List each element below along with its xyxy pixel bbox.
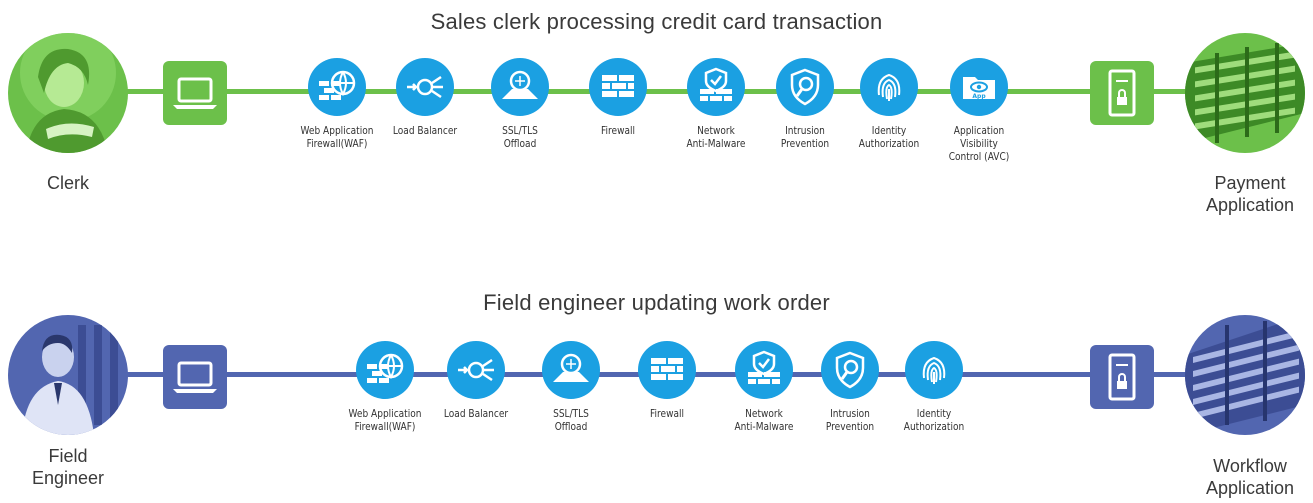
service-waf: Web Application Firewall(WAF) [330, 341, 440, 433]
load-balancer-icon [447, 341, 505, 399]
service-firewall: Firewall [563, 58, 673, 137]
service-avc: App Application Visibility Control (AVC) [924, 58, 1034, 163]
connector-line [120, 89, 1200, 94]
flow-title: Field engineer updating work order [483, 290, 830, 315]
endpoint-label-payment-application: Payment Application [1205, 173, 1295, 215]
service-label: Network Anti-Malware [734, 407, 794, 433]
flow-sales-clerk: Sales clerk processing credit card trans… [0, 0, 1313, 240]
service-identity-authorization: Identity Authorization [834, 58, 944, 150]
service-label: Application Visibility Control (AVC) [948, 124, 1010, 163]
service-identity-authorization: Identity Authorization [879, 341, 989, 433]
laptop-icon [163, 61, 227, 125]
app-folder-icon: App [950, 58, 1008, 116]
service-label: Web Application Firewall(WAF) [300, 124, 374, 150]
service-anti-malware: Network Anti-Malware [661, 58, 771, 150]
service-label: Intrusion Prevention [825, 407, 875, 433]
service-intrusion-prevention: Intrusion Prevention [795, 341, 905, 433]
service-label: Identity Authorization [903, 407, 965, 433]
load-balancer-icon [396, 58, 454, 116]
endpoint-label-field-engineer: Field Engineer [31, 446, 105, 488]
ssl-offload-icon [491, 58, 549, 116]
service-load-balancer: Load Balancer [370, 58, 480, 137]
flow-title: Sales clerk processing credit card trans… [430, 9, 883, 34]
server-rack-photo-icon [1185, 33, 1305, 153]
laptop-icon [163, 345, 227, 409]
ssl-offload-icon [542, 341, 600, 399]
server-rack-photo-icon [1185, 315, 1305, 435]
service-label: SSL/TLS Offload [553, 407, 589, 433]
service-label: Firewall [600, 124, 636, 137]
endpoint-label-clerk: Clerk [46, 173, 89, 193]
fingerprint-icon [860, 58, 918, 116]
service-label: Web Application Firewall(WAF) [348, 407, 422, 433]
service-label: Intrusion Prevention [780, 124, 830, 150]
intrusion-shield-icon [776, 58, 834, 116]
service-label: Network Anti-Malware [686, 124, 746, 150]
service-label: Load Balancer [443, 407, 509, 420]
firewall-brick-icon [589, 58, 647, 116]
intrusion-shield-icon [821, 341, 879, 399]
service-ssl-offload: SSL/TLS Offload [516, 341, 626, 433]
waf-globe-icon [308, 58, 366, 116]
service-waf: Web Application Firewall(WAF) [282, 58, 392, 150]
anti-malware-shield-icon [735, 341, 793, 399]
waf-globe-icon [356, 341, 414, 399]
service-load-balancer: Load Balancer [421, 341, 531, 420]
service-label: Firewall [649, 407, 685, 420]
server-tower-icon [1090, 345, 1154, 409]
server-tower-icon [1090, 61, 1154, 125]
service-label: Identity Authorization [858, 124, 920, 150]
fingerprint-icon [905, 341, 963, 399]
service-label: Load Balancer [392, 124, 458, 137]
anti-malware-shield-icon [687, 58, 745, 116]
service-intrusion-prevention: Intrusion Prevention [750, 58, 860, 150]
service-firewall: Firewall [612, 341, 722, 420]
service-label: SSL/TLS Offload [502, 124, 538, 150]
firewall-brick-icon [638, 341, 696, 399]
service-anti-malware: Network Anti-Malware [709, 341, 819, 433]
flow-field-engineer: Field engineer updating work order Field… [0, 285, 1313, 503]
engineer-photo-icon [8, 315, 128, 435]
svg-text:App: App [972, 93, 986, 100]
endpoint-label-workflow-application: Workflow Application [1205, 456, 1295, 498]
clerk-photo-icon [8, 33, 128, 153]
service-ssl-offload: SSL/TLS Offload [465, 58, 575, 150]
